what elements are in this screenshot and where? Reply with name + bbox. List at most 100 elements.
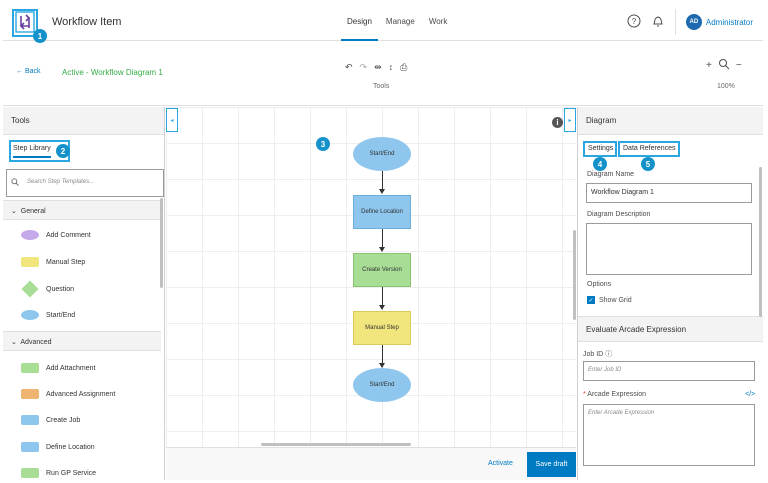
- step-label: Add Attachment: [46, 364, 96, 372]
- chevron-down-icon: ⌄: [11, 208, 17, 215]
- arcade-expression-input[interactable]: Enter Arcade Expression: [583, 404, 755, 466]
- diagram-node-define-location[interactable]: Define Location: [353, 195, 411, 229]
- step-label: Start/End: [46, 311, 76, 319]
- tools-panel: Tools Step Library Search Step Templates…: [3, 107, 165, 480]
- step-question[interactable]: Question: [21, 280, 75, 298]
- app-header: Workflow Item Design Manage Work ? AD Ad…: [3, 3, 763, 41]
- highlight-settings-tab: [583, 141, 617, 157]
- canvas-horizontal-scrollbar[interactable]: [261, 443, 411, 446]
- step-swatch: [21, 280, 39, 298]
- diagram-name-input[interactable]: Workflow Diagram 1: [586, 183, 752, 203]
- info-icon[interactable]: i: [552, 117, 563, 128]
- tab-data-references[interactable]: Data References: [623, 145, 676, 152]
- header-actions: ? AD Administrator: [627, 3, 753, 41]
- workflow-logo-icon[interactable]: [15, 11, 35, 33]
- step-swatch: [21, 310, 39, 320]
- tools-panel-title: Tools: [3, 107, 164, 135]
- diagram-node-end[interactable]: Start/End: [353, 368, 411, 402]
- back-link[interactable]: ← Back: [16, 68, 41, 75]
- save-draft-button[interactable]: Save draft: [527, 452, 576, 477]
- right-scrollbar[interactable]: [759, 167, 762, 317]
- highlight-logo: [12, 9, 38, 37]
- step-define-location[interactable]: Define Location: [21, 442, 95, 452]
- step-start-end[interactable]: Start/End: [21, 310, 75, 320]
- diagram-node-start[interactable]: Start/End: [353, 137, 411, 171]
- zoom-in-icon[interactable]: +: [706, 60, 712, 71]
- info-icon: ⓘ: [605, 351, 613, 358]
- step-search-input[interactable]: Search Step Templates...: [6, 169, 164, 197]
- step-swatch: [21, 442, 39, 452]
- tab-settings[interactable]: Settings: [588, 145, 614, 152]
- svg-text:?: ?: [632, 17, 637, 26]
- job-id-input[interactable]: Enter Job ID: [583, 361, 755, 381]
- job-id-label-text: Job ID: [583, 351, 604, 358]
- required-marker: *: [583, 391, 586, 398]
- step-run-gp-service[interactable]: Run GP Service: [21, 468, 96, 478]
- step-swatch: [21, 363, 39, 373]
- diagram-edge: [382, 287, 383, 307]
- breadcrumb: Active - Workflow Diagram 1: [62, 68, 163, 77]
- step-label: Define Location: [46, 443, 95, 451]
- step-swatch: [21, 230, 39, 240]
- align-vertical-icon[interactable]: ↕: [388, 62, 394, 72]
- tab-manage[interactable]: Manage: [385, 17, 415, 26]
- print-icon[interactable]: ⎙: [400, 62, 408, 72]
- step-swatch: [21, 468, 39, 478]
- step-swatch: [21, 257, 39, 267]
- properties-panel-title: Diagram: [578, 107, 763, 135]
- zoom-controls: + −: [706, 58, 742, 73]
- collapse-right-panel-button[interactable]: ▸: [564, 108, 576, 132]
- callout-3: 3: [316, 137, 330, 151]
- arcade-section-title: Evaluate Arcade Expression: [578, 316, 763, 342]
- help-icon[interactable]: ?: [627, 14, 641, 30]
- diagram-toolbar: ← Back Active - Workflow Diagram 1 ↶ ↷ ⇹…: [3, 42, 763, 106]
- callout-4: 4: [593, 157, 607, 171]
- step-label: Manual Step: [46, 258, 86, 266]
- app-title: Workflow Item: [52, 16, 122, 28]
- step-advanced-assignment[interactable]: Advanced Assignment: [21, 389, 115, 399]
- step-label: Question: [46, 285, 75, 293]
- arrow-head: [379, 189, 385, 194]
- zoom-out-icon[interactable]: −: [735, 60, 742, 71]
- diagram-description-input[interactable]: [586, 223, 752, 275]
- chevron-down-icon: ⌄: [11, 339, 17, 346]
- step-label: Run GP Service: [46, 469, 97, 477]
- tools-label: Tools: [373, 83, 390, 90]
- step-manual-step[interactable]: Manual Step: [21, 257, 85, 267]
- bell-icon[interactable]: [651, 14, 665, 30]
- left-scrollbar[interactable]: [160, 198, 163, 288]
- back-label: Back: [24, 68, 41, 75]
- step-add-attachment[interactable]: Add Attachment: [21, 363, 95, 373]
- zoom-search-icon[interactable]: [718, 58, 730, 73]
- group-advanced[interactable]: ⌄ Advanced: [3, 331, 161, 351]
- arcade-label-text: Arcade Expression: [587, 391, 647, 398]
- header-divider: [674, 9, 676, 35]
- align-horizontal-icon[interactable]: ⇹: [374, 62, 382, 72]
- step-swatch: [21, 389, 39, 399]
- tab-step-library[interactable]: Step Library: [13, 145, 51, 158]
- step-create-job[interactable]: Create Job: [21, 415, 80, 425]
- group-general[interactable]: ⌄ General: [3, 200, 161, 220]
- step-label: Create Job: [46, 416, 81, 424]
- show-grid-checkbox[interactable]: ✓: [587, 296, 595, 304]
- tab-work[interactable]: Work: [428, 17, 448, 26]
- diagram-description-label: Diagram Description: [587, 211, 651, 218]
- search-icon: [11, 178, 19, 188]
- diagram-canvas[interactable]: Start/End Define Location Create Version…: [166, 107, 576, 447]
- code-icon[interactable]: </>: [745, 391, 756, 398]
- step-label: Advanced Assignment: [46, 390, 116, 398]
- redo-icon[interactable]: ↷: [359, 62, 368, 72]
- collapse-left-panel-button[interactable]: ◂: [166, 108, 178, 132]
- avatar[interactable]: AD: [685, 14, 702, 30]
- step-swatch: [21, 415, 39, 425]
- activate-button[interactable]: Activate: [488, 460, 513, 467]
- options-label: Options: [587, 281, 612, 288]
- step-add-comment[interactable]: Add Comment: [21, 230, 91, 240]
- diagram-node-create-version[interactable]: Create Version: [353, 253, 411, 287]
- undo-icon[interactable]: ↶: [345, 62, 353, 72]
- tab-design[interactable]: Design: [341, 3, 378, 41]
- canvas-vertical-scrollbar[interactable]: [573, 230, 576, 320]
- group-label: General: [20, 208, 46, 215]
- user-name[interactable]: Administrator: [705, 17, 753, 27]
- diagram-node-manual-step[interactable]: Manual Step: [353, 311, 411, 345]
